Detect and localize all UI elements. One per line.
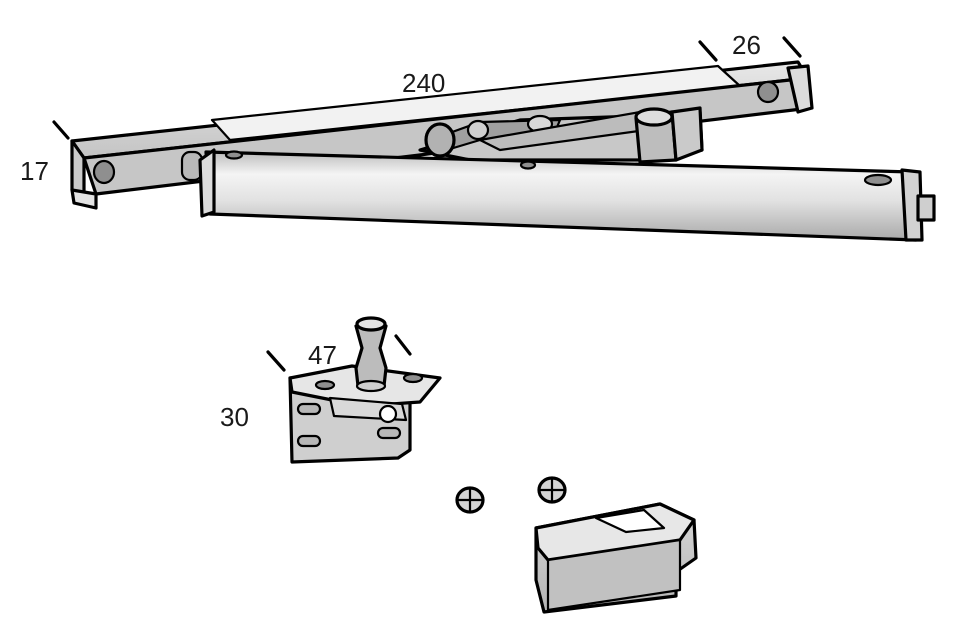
dimension-label-length: 240: [402, 68, 445, 98]
dimension-marks: [52, 36, 802, 372]
dimension-tick: [698, 40, 718, 62]
screw: [455, 486, 485, 514]
screw: [537, 476, 567, 504]
linkage-mechanism: [418, 106, 704, 164]
closer-body: [198, 148, 936, 242]
dimension-tick: [266, 350, 286, 372]
dimension-label-height: 17: [20, 156, 49, 186]
dimension-label-width: 26: [732, 30, 761, 60]
end-cap: [534, 502, 698, 614]
dimension-label-bracket-width: 47: [308, 340, 337, 370]
dimension-label-bracket-height: 30: [220, 402, 249, 432]
dimension-tick: [782, 36, 802, 58]
dimension-tick: [394, 334, 412, 356]
mounting-bracket: [288, 316, 442, 464]
dimension-tick: [52, 120, 70, 140]
